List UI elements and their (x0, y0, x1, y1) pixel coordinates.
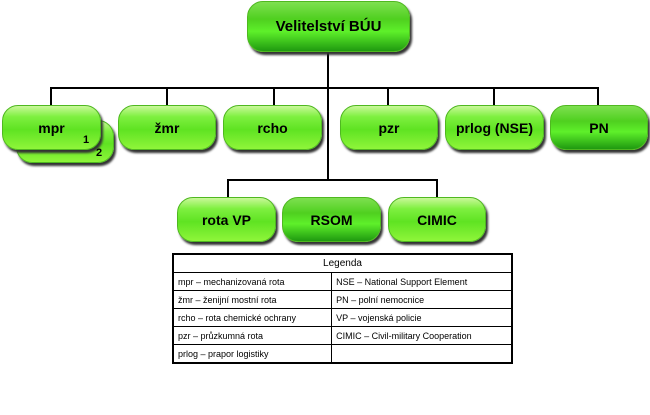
connector-line (327, 52, 329, 180)
badge-2: 2 (96, 147, 103, 159)
legend-cell: rcho – rota chemické ochrany (172, 308, 333, 327)
node-label: PN (589, 119, 609, 136)
node-cimic: CIMIC (388, 197, 486, 242)
node-label: Velitelství BÚU (275, 18, 382, 35)
connector-line (597, 87, 599, 105)
node-rcho: rcho (223, 105, 322, 150)
node-prlog: prlog (NSE) (445, 105, 544, 150)
connector-line (387, 87, 389, 105)
node-rota-vp: rota VP (177, 197, 276, 242)
badge-1: 1 (83, 134, 90, 146)
node-label: rota VP (201, 211, 251, 228)
legend-cell (331, 344, 513, 364)
legend-cell: CIMIC – Civil-military Cooperation (331, 326, 513, 345)
node-label: mpr (38, 119, 65, 136)
connector-line (166, 87, 168, 105)
connector-line (273, 87, 275, 105)
legend-cell: prlog – prapor logistiky (172, 344, 333, 364)
legend-cell: NSE – National Support Element (331, 272, 513, 291)
node-label: žmr (154, 119, 180, 136)
connector-line (436, 179, 438, 197)
legend-cell: žmr – ženijní mostní rota (172, 290, 333, 309)
node-velitelstvi-buu: Velitelství BÚU (247, 1, 410, 52)
legend-title: Legenda (172, 253, 513, 273)
node-label: prlog (NSE) (456, 119, 533, 136)
connector-line (50, 87, 599, 89)
connector-line (50, 87, 52, 105)
node-pn: PN (550, 105, 648, 150)
node-zmr: žmr (118, 105, 216, 150)
node-rsom: RSOM (282, 197, 381, 242)
connector-line (227, 179, 229, 197)
connector-line (227, 179, 438, 181)
legend-cell: PN – polní nemocnice (331, 290, 513, 309)
legend-cell: pzr – průzkumná rota (172, 326, 333, 345)
legend-cell: mpr – mechanizovaná rota (172, 272, 333, 291)
node-pzr: pzr (340, 105, 438, 150)
node-mpr: mpr (2, 105, 101, 150)
node-label: CIMIC (417, 211, 457, 228)
legend-cell: VP – vojenská policie (331, 308, 513, 327)
node-label: pzr (378, 119, 400, 136)
node-label: rcho (257, 119, 288, 136)
connector-line (493, 87, 495, 105)
node-label: RSOM (310, 211, 353, 228)
